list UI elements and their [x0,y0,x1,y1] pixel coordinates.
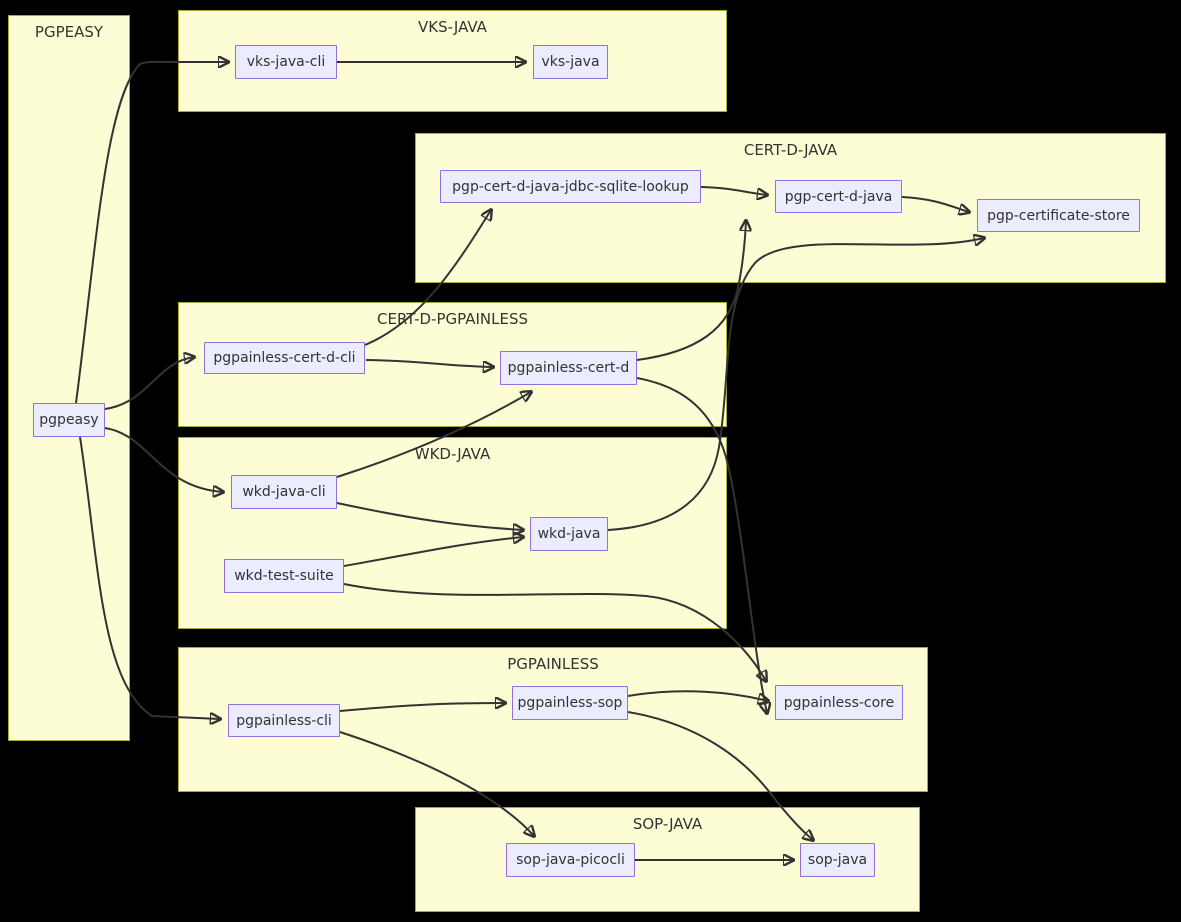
edge-pgp-cert-d-java--pgp-certificate-store [901,196,969,212]
edge-wkd-java--pgp-certificate-store [607,238,984,531]
edge-pgpeasy--vks-java-cli [75,62,228,404]
node-wkd-java-cli: wkd-java-cli [231,475,337,509]
cluster-label-wkd-java: WKD-JAVA [414,445,491,463]
cluster-pgpeasy: PGPEASY [8,15,130,741]
edge-wkd-java-cli--pgpainless-cert-d [336,392,531,478]
cluster-label-pgpainless: PGPAINLESS [507,655,599,673]
edge-wkd-java-cli--wkd-java [336,502,523,530]
edge-pgpeasy--pgpainless-cli [79,436,220,719]
cluster-label-sop-java: SOP-JAVA [632,815,703,833]
edge-pgpeasy--wkd-java-cli [104,427,223,492]
edge-pgpainless-cert-d-cli--pgpainless-cert-d [365,359,493,367]
edge-wkd-test-suite--wkd-java [343,537,523,567]
node-pgpainless-core: pgpainless-core [775,685,903,720]
node-wkd-java: wkd-java [530,517,608,551]
node-pgpainless-cert-d-cli: pgpainless-cert-d-cli [204,342,365,374]
edge-pgpainless-cli--sop-java-picocli [339,731,534,836]
edge-pgp-cert-d-java-jdbc-sqlite-lookup--pgp-cert-d-java [700,186,767,195]
edge-pgpainless-cert-d--pgp-cert-d-java [636,221,746,361]
edge-pgpainless-cert-d--pgpainless-core [636,377,767,713]
cluster-label-pgpeasy: PGPEASY [34,23,104,41]
node-pgpeasy: pgpeasy [33,403,105,437]
edge-pgpainless-cli--pgpainless-sop [339,703,505,712]
edge-pgpainless-cert-d-cli--pgp-cert-d-java-jdbc-sqlite-lookup [364,210,491,346]
node-wkd-test-suite: wkd-test-suite [224,559,344,593]
cluster-label-cert-d-pgpainless: CERT-D-PGPAINLESS [377,310,528,328]
node-pgp-cert-d-java: pgp-cert-d-java [775,180,902,213]
edge-pgpeasy--pgpainless-cert-d-cli [104,357,194,410]
node-pgp-certificate-store: pgp-certificate-store [977,199,1140,232]
edge-wkd-test-suite--pgpainless-core [343,583,766,681]
node-sop-java-picocli: sop-java-picocli [506,843,635,877]
node-pgpainless-cli: pgpainless-cli [228,704,340,737]
edge-pgpainless-sop--pgpainless-core [627,690,768,701]
node-pgpainless-cert-d: pgpainless-cert-d [500,351,637,385]
cluster-label-vks-java: VKS-JAVA [418,18,487,36]
cluster-label-cert-d-java: CERT-D-JAVA [743,141,838,159]
node-sop-java: sop-java [800,843,875,877]
node-vks-java-cli: vks-java-cli [235,45,337,79]
node-pgp-cert-d-java-jdbc-sqlite-lookup: pgp-cert-d-java-jdbc-sqlite-lookup [440,170,701,203]
node-vks-java: vks-java [533,45,608,79]
edge-pgpainless-sop--sop-java [627,711,813,840]
cluster-wkd-java: WKD-JAVA [178,437,727,629]
node-pgpainless-sop: pgpainless-sop [512,686,628,720]
